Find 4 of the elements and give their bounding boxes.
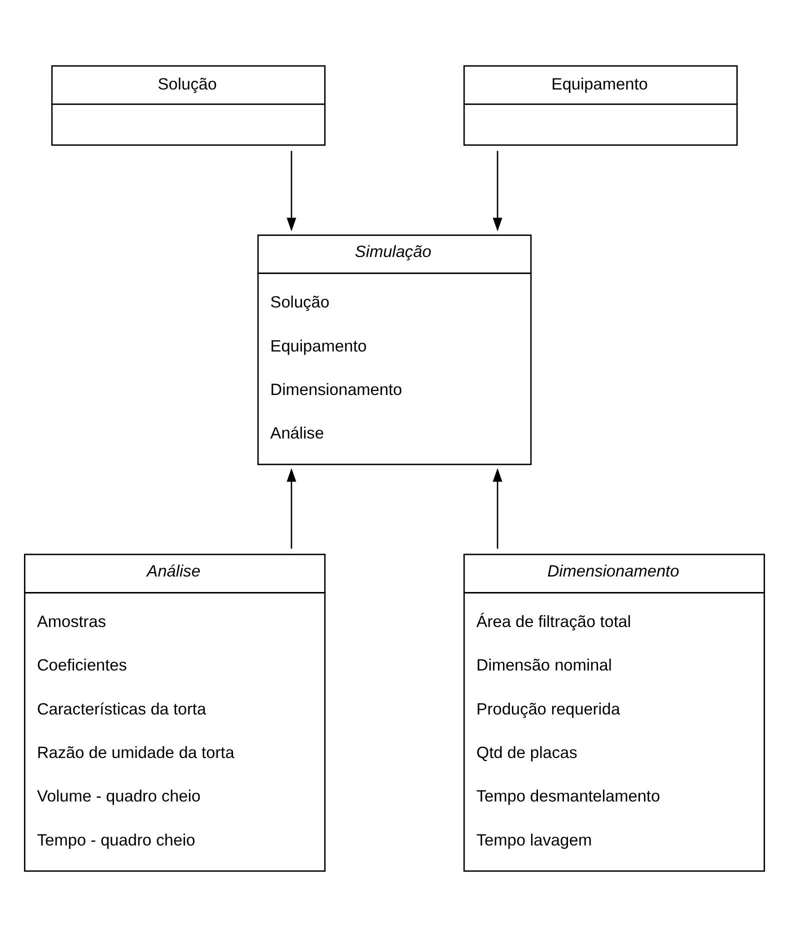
arrow: [492, 150, 502, 232]
arrow: [286, 468, 296, 549]
arrow: [286, 150, 296, 232]
arrow: [492, 468, 502, 549]
